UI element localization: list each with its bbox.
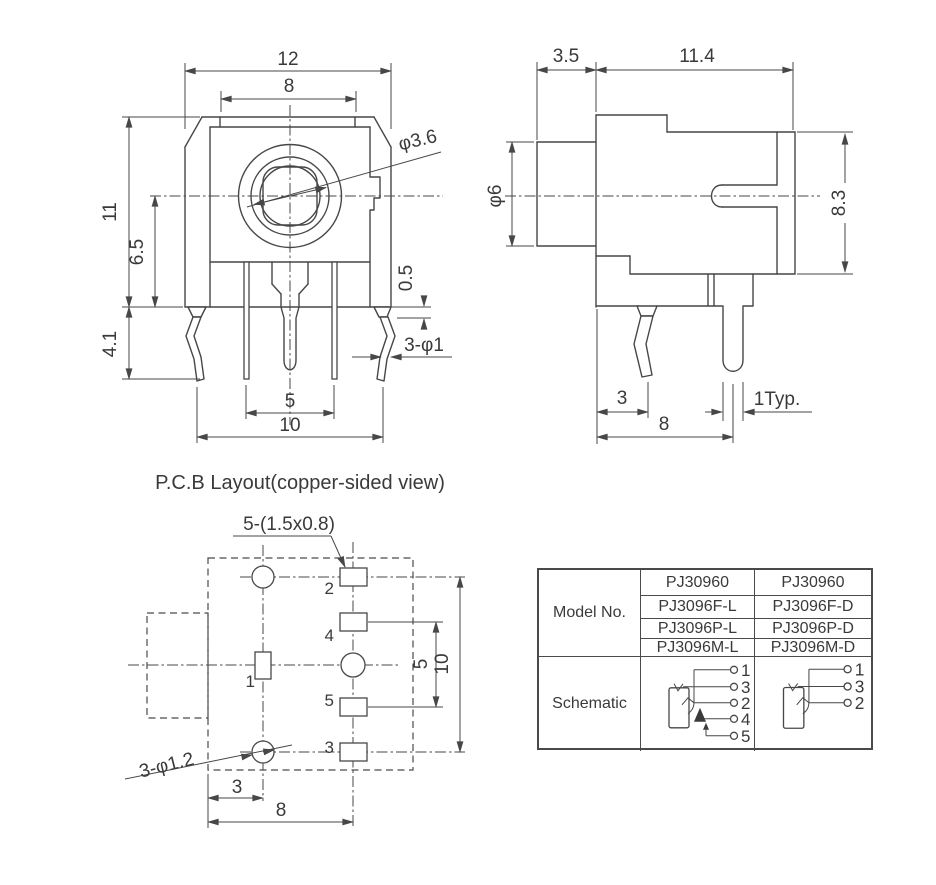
pcb-layout-title: P.C.B Layout(copper-sided view) bbox=[155, 472, 445, 494]
pcb-pad-1-label: 1 bbox=[246, 672, 255, 691]
front-view-centerlines bbox=[150, 105, 443, 425]
dim-barrel-dia-label: φ6 bbox=[485, 185, 506, 208]
pcb-pad-span-label: 10 bbox=[432, 653, 453, 674]
table-model-cell: PJ3096P-L bbox=[641, 619, 755, 639]
jack-sleeve-symbol bbox=[782, 686, 805, 729]
pcb-holes-and-pads bbox=[251, 565, 368, 764]
table-model-cell: PJ30960 bbox=[641, 570, 755, 596]
dim-barrel-length-label: 3.5 bbox=[553, 46, 579, 67]
pcb-pad-4-label: 4 bbox=[325, 626, 334, 645]
dim-body-height-label: 8.3 bbox=[829, 190, 850, 216]
pcb-pad-numbers: 2 4 1 5 3 bbox=[246, 579, 334, 757]
pcb-centerlines bbox=[128, 542, 465, 826]
pcb-pad-note-label: 5-(1.5x0.8) bbox=[243, 514, 335, 535]
pcb-pad-2-label: 2 bbox=[325, 579, 334, 598]
pcb-mount-hole-top bbox=[251, 565, 275, 589]
table-model-cell: PJ3096P-D bbox=[755, 619, 871, 639]
schematic-5pin-cell: 1 3 2 4 5 bbox=[641, 657, 755, 751]
table-model-cell: PJ3096F-L bbox=[641, 596, 755, 619]
pcb-body-outline-dashed bbox=[207, 557, 414, 771]
pcb-dimensions: 5-(1.5x0.8) 5 10 3 8 3-φ1.2 bbox=[124, 514, 464, 828]
dim-step-height-label: 0.5 bbox=[396, 265, 417, 291]
switch-arrow-symbol bbox=[703, 722, 709, 730]
pcb-hole-note-label: 3-φ1.2 bbox=[137, 749, 196, 783]
dim-leg-offset-label: 3 bbox=[617, 388, 628, 409]
schematic-pin-label: 1 bbox=[741, 661, 750, 680]
schematic-pin-label: 2 bbox=[741, 694, 750, 713]
pcb-pad-3-label: 3 bbox=[325, 738, 334, 757]
dim-overall-height-label: 11 bbox=[100, 202, 121, 222]
schematic-pin-label: 4 bbox=[741, 710, 750, 729]
dim-pin-width-label: 1Typ. bbox=[754, 389, 800, 410]
dim-body-length-label: 11.4 bbox=[679, 46, 715, 67]
pcb-pad-3 bbox=[339, 742, 368, 762]
table-schematic-header: Schematic bbox=[539, 657, 641, 751]
front-view-pins-and-legs bbox=[185, 261, 396, 382]
spec-table: Model No. PJ30960 PJ30960 PJ3096F-L PJ30… bbox=[537, 568, 873, 751]
dim-overall-width-label: 12 bbox=[277, 49, 298, 70]
schematic-5pin-drawing: 1 3 2 4 5 bbox=[668, 661, 750, 746]
schematic-pin-label: 2 bbox=[855, 693, 865, 713]
dim-leg-length-label: 4.1 bbox=[100, 331, 121, 357]
side-view-pins-and-legs bbox=[633, 305, 744, 378]
pcb-layout-drawing: P.C.B Layout(copper-sided view) 2 4 1 5 bbox=[124, 472, 465, 828]
table-model-cell: PJ3096M-D bbox=[755, 639, 871, 657]
dim-pin-note-label: 3-φ1 bbox=[404, 335, 444, 356]
pcb-pad-4 bbox=[339, 612, 368, 632]
table-model-cell: PJ3096M-L bbox=[641, 639, 755, 657]
schematic-pin-label: 5 bbox=[741, 727, 750, 746]
pcb-barrel-outline-dashed bbox=[146, 612, 209, 719]
schematic-3pin-cell: 1 3 2 bbox=[755, 657, 871, 751]
schematic-3pin-drawing: 1 3 2 bbox=[782, 659, 865, 729]
schematic-pin-label: 3 bbox=[855, 677, 865, 697]
dim-tab-width-label: 8 bbox=[284, 76, 295, 97]
table-model-cell: PJ3096F-D bbox=[755, 596, 871, 619]
jack-sleeve-symbol bbox=[668, 687, 690, 729]
pcb-pad-pitch-label: 5 bbox=[411, 659, 432, 670]
table-model-cell: PJ30960 bbox=[755, 570, 871, 596]
side-view-body-outline bbox=[536, 114, 796, 308]
dim-leg-span-label: 10 bbox=[279, 415, 300, 436]
schematic-pin-label: 3 bbox=[741, 678, 750, 697]
pcb-row-span-label: 8 bbox=[276, 800, 287, 821]
front-view-body-outline bbox=[184, 116, 392, 308]
dim-pin-offset-label: 8 bbox=[659, 414, 670, 435]
dim-pin-pitch-label: 5 bbox=[285, 391, 296, 412]
pcb-pad-2 bbox=[339, 567, 368, 587]
pcb-mount-hole-center bbox=[340, 652, 366, 678]
dim-jack-hole-label: φ3.6 bbox=[397, 126, 439, 155]
pcb-pad-5 bbox=[339, 697, 368, 717]
front-view-drawing: 12 8 11 6.5 4.1 0.5 3-φ1 bbox=[100, 49, 452, 443]
side-view-dimensions: 3.5 11.4 φ6 8.3 3 8 1Typ. bbox=[485, 46, 853, 444]
pcb-pad-5-label: 5 bbox=[325, 691, 334, 710]
table-model-header: Model No. bbox=[539, 570, 641, 657]
switch-contact-symbol bbox=[694, 707, 706, 722]
side-view-drawing: 3.5 11.4 φ6 8.3 3 8 1Typ. bbox=[485, 46, 853, 444]
pcb-pad-1 bbox=[254, 651, 272, 680]
schematic-pin-label: 1 bbox=[855, 659, 865, 679]
front-view-dimensions: 12 8 11 6.5 4.1 0.5 3-φ1 bbox=[100, 49, 452, 443]
pcb-hole-offset-label: 3 bbox=[232, 777, 243, 798]
dim-center-height-label: 6.5 bbox=[127, 239, 148, 265]
